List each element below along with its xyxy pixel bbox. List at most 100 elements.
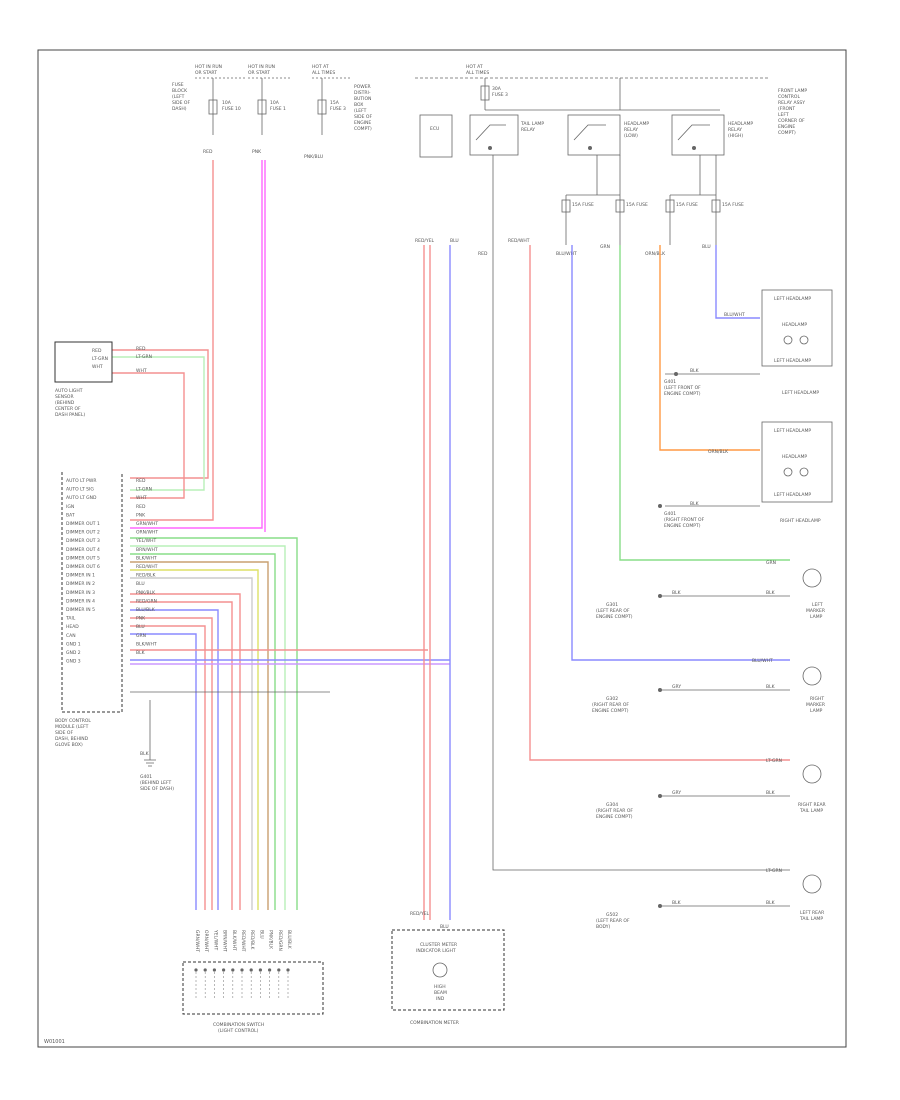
fuse-block-2-fuse-b: FUSE 1 (270, 106, 286, 112)
fuse-block-3-cap-2: DISTRI- (354, 90, 371, 96)
switch-pin (231, 968, 235, 972)
lamp-bulb-icon (802, 568, 822, 588)
switch-wire-label: GRN/WHT (194, 930, 200, 952)
bcm-pin-label: HEAD (66, 624, 79, 630)
lml-wire-3: BLK (766, 590, 776, 596)
bcm-cap-5: GLOVE BOX) (55, 742, 83, 748)
fuse-icon (711, 199, 721, 213)
meter-inner-1: CLUSTER METER (420, 942, 457, 948)
bcm-wire-label: BLU (136, 581, 145, 587)
bcm-pin-label: GND 2 (66, 650, 81, 656)
bcm-pin-label: DIMMER OUT 1 (66, 521, 100, 527)
lml-wire: GRN (766, 560, 776, 566)
als-wire-2: LT-GRN (136, 354, 152, 360)
gnd-cap-1: G401 (140, 774, 152, 780)
bcm-wire-label: RED/BLK (136, 573, 157, 579)
bcm-wire-label: YEL/WHT (135, 538, 156, 544)
fuse-icon (665, 199, 675, 213)
bcm-pin-label: DIMMER OUT 5 (66, 555, 100, 561)
lh-gnd-1: G401 (664, 379, 676, 385)
top-row-wire-labels: RED/YEL BLU RED RED/WHT BLU/WHT GRN ORN/… (415, 238, 711, 257)
lamp-bulb-icon (802, 764, 822, 784)
rml-cap-2: MARKER (806, 702, 825, 708)
rh-caption: RIGHT HEADLAMP (780, 518, 821, 524)
switch-wire-label: BRN/WHT (222, 930, 228, 952)
fuse-block-1-fuse-a: 10A (222, 100, 232, 106)
als-cap-4: CENTER OF (55, 406, 81, 412)
ltl-wire-3: BLK (766, 900, 776, 906)
right-headlamp: LEFT HEADLAMP HEADLAMP LEFT HEADLAMP RIG… (658, 421, 833, 529)
als-cap-5: DASH PANEL) (55, 412, 85, 418)
bcm-pin-label: DIMMER OUT 2 (66, 530, 100, 536)
top-wire-3: RED (478, 251, 488, 257)
relay-cap-4: (FRONT (778, 106, 795, 112)
rh-gnd-3: ENGINE COMPT) (664, 523, 701, 529)
ground-g401: BLK G401 (BEHIND LEFT SIDE OF DASH) (140, 751, 174, 792)
switch-wire-label: RED/GRN (277, 930, 283, 951)
ltl-gnd-3: BODY) (596, 924, 611, 930)
bcm-wire-label: BLU/BLK (136, 607, 156, 613)
fuse-block-1-cap-1: FUSE (172, 82, 184, 88)
headlamp-high-relay (671, 114, 725, 156)
rml-wire-2: GRY (672, 684, 681, 690)
switch-pin (249, 968, 253, 972)
lml-gnd-2: (LEFT REAR OF (596, 608, 630, 614)
als-pin-3: WHT (92, 364, 103, 370)
bcm-pin-label: IGN (66, 504, 74, 510)
relay-cap-5: LEFT (778, 112, 789, 118)
fuse-block-2-title-2: OR START (248, 70, 270, 76)
top-wire-1: RED/YEL (415, 238, 435, 244)
fuse-block-3-cap-3: BUTION (354, 96, 371, 102)
bulb-icon (799, 335, 809, 345)
fuse-label-1: 15A FUSE (572, 202, 594, 208)
lml-gnd-3: ENGINE COMPT) (596, 614, 633, 620)
rh-top: LEFT HEADLAMP (774, 428, 811, 434)
headlamp-low-relay (567, 114, 621, 156)
lh-gnd-2: (LEFT FRONT OF (664, 385, 701, 391)
relay-assembly: HOT AT ALL TIMES 30A FUSE 3 ECU TAIL LAM… (415, 64, 807, 245)
bcm-pin-label: AUTO LT GND (66, 495, 97, 501)
als-cap-2: SENSOR (55, 394, 74, 400)
tail-lamp-relay (469, 114, 519, 156)
bcm-wire-label: BLK/WHT (136, 641, 157, 647)
als-cap-1: AUTO LIGHT (55, 388, 83, 394)
switch-wire-label: ORN/WHT (203, 930, 209, 952)
fuse-icon (480, 85, 490, 101)
ground-wire-label: BLK (140, 751, 150, 757)
relay-ecu-box (419, 114, 453, 158)
switch-pin (212, 968, 216, 972)
bcm-wire-label: GRN/WHT (136, 521, 158, 527)
ltl-wire: LT-GRN (766, 868, 782, 874)
relay-cap-7: ENGINE (778, 124, 795, 130)
fuse-wire-label-1: RED (203, 149, 213, 155)
lml-wire-2: BLK (672, 590, 682, 596)
lml-gnd-1: G301 (606, 602, 618, 608)
als-cap-3: (BEHIND (55, 400, 75, 406)
fuse-block-1-cap-4: SIDE OF (172, 100, 190, 106)
fuse-icon (257, 99, 267, 115)
rtl-wire: LT-GRN (766, 758, 782, 764)
top-wire-5: BLU/WHT (556, 251, 577, 257)
bcm-cap-3: SIDE OF (55, 730, 73, 736)
fuse-block-1-title-1: HOT IN RUN (195, 64, 222, 70)
bcm-pin-label: DIMMER IN 1 (66, 573, 95, 579)
lh-top: LEFT HEADLAMP (774, 296, 811, 302)
fuse-block-2-fuse-a: 10A (270, 100, 280, 106)
bcm-wire-label: ORN/WHT (136, 530, 158, 536)
gnd-cap-3: SIDE OF DASH) (140, 786, 174, 792)
fuse-block-3-title-2: ALL TIMES (312, 70, 335, 76)
diagram-code: W01001 (44, 1039, 65, 1045)
relay-2-label-b: RELAY (624, 127, 638, 133)
ltl-cap-1: LEFT REAR (800, 910, 824, 916)
lh-bottom: LEFT HEADLAMP (774, 358, 811, 364)
relay-2-label-c: (LOW) (624, 133, 638, 139)
top-wire-8: BLU (702, 244, 711, 250)
switch-cap-2: (LIGHT CONTROL) (218, 1028, 259, 1034)
rml-cap-1: RIGHT (810, 696, 824, 702)
fuse-block-2: HOT IN RUN OR START 10A FUSE 1 PNK (248, 64, 290, 155)
ltl-gnd-2: (LEFT REAR OF (596, 918, 630, 924)
right-marker-lamp: BLU/WHT GRY BLK G302 (RIGHT REAR OF ENGI… (592, 658, 825, 714)
bcm-wire-label: BLK/WHT (136, 555, 157, 561)
bcm-wire-label: RED (136, 478, 146, 484)
